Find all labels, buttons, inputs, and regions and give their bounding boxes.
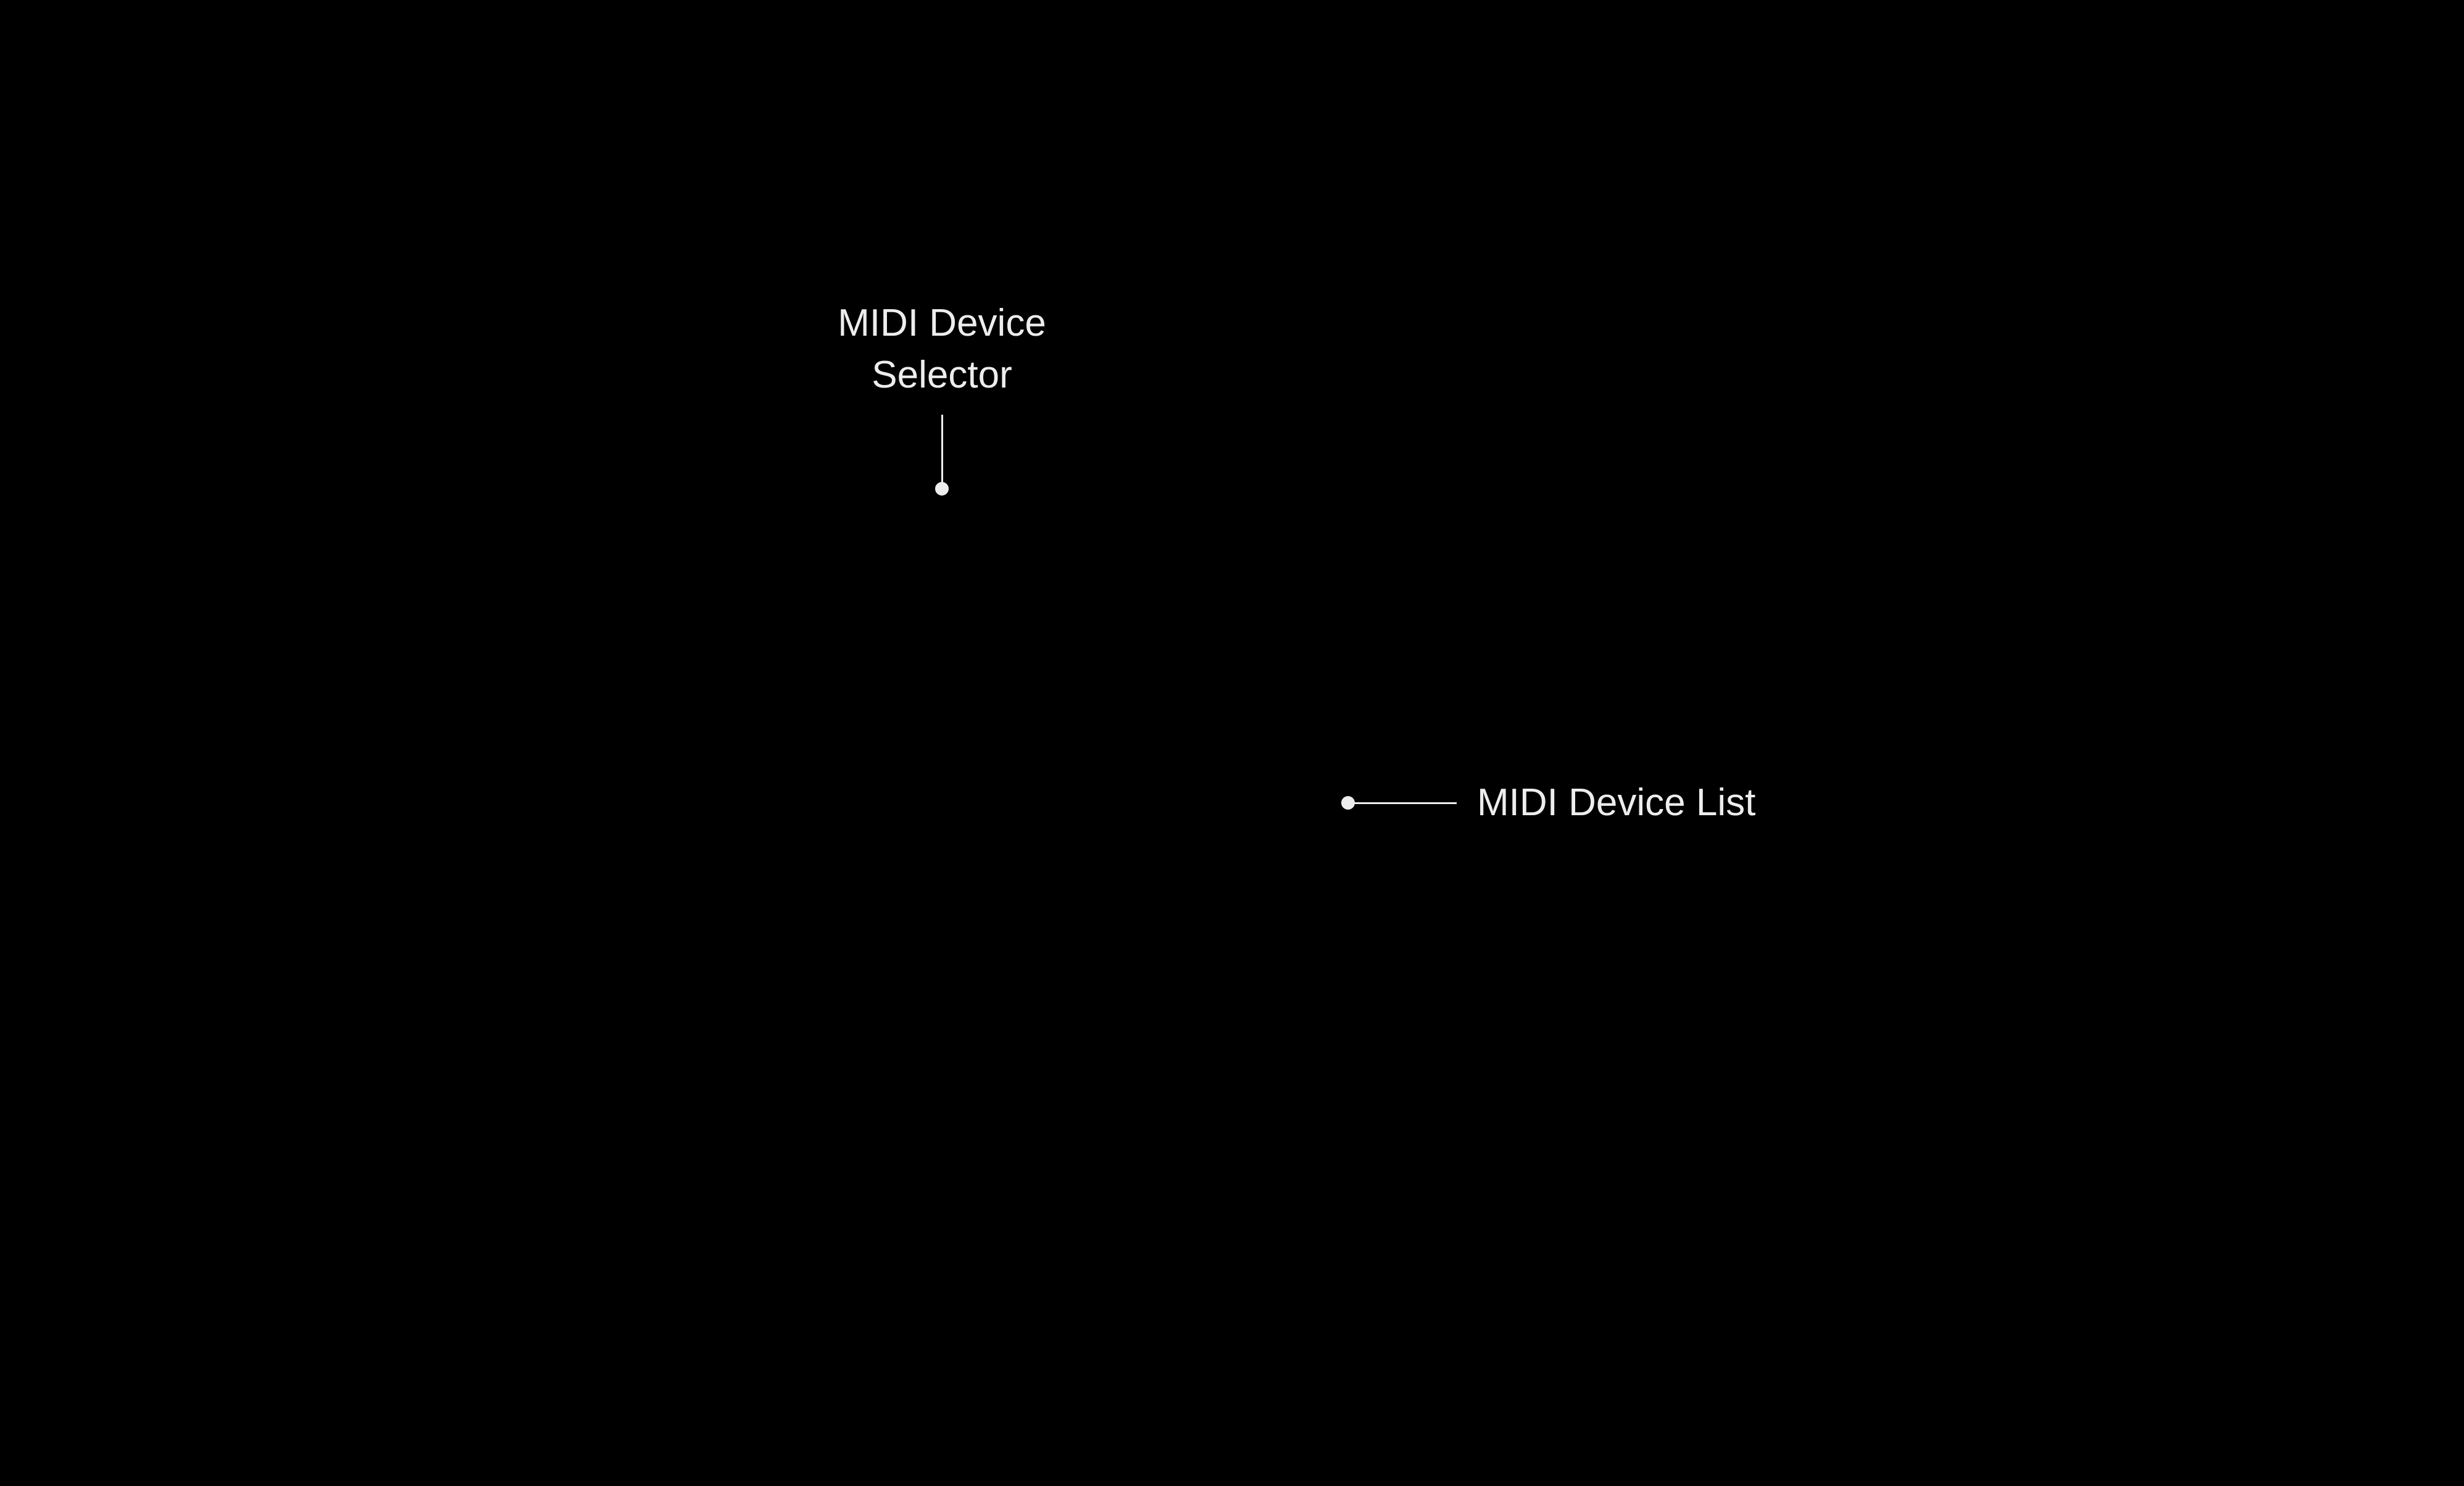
midi-device-list-label: MIDI Device List [1477, 781, 1756, 824]
midi-device-list-leader-line [1348, 802, 1457, 804]
midi-device-selector-label-line-2: Selector [872, 354, 1012, 396]
midi-device-selector-label-line-1: MIDI Device [838, 302, 1046, 344]
midi-device-selector-label: MIDI Device Selector [838, 297, 1046, 401]
midi-device-selector-anchor-dot-icon [935, 482, 949, 496]
midi-device-selector-leader-line [941, 415, 943, 489]
